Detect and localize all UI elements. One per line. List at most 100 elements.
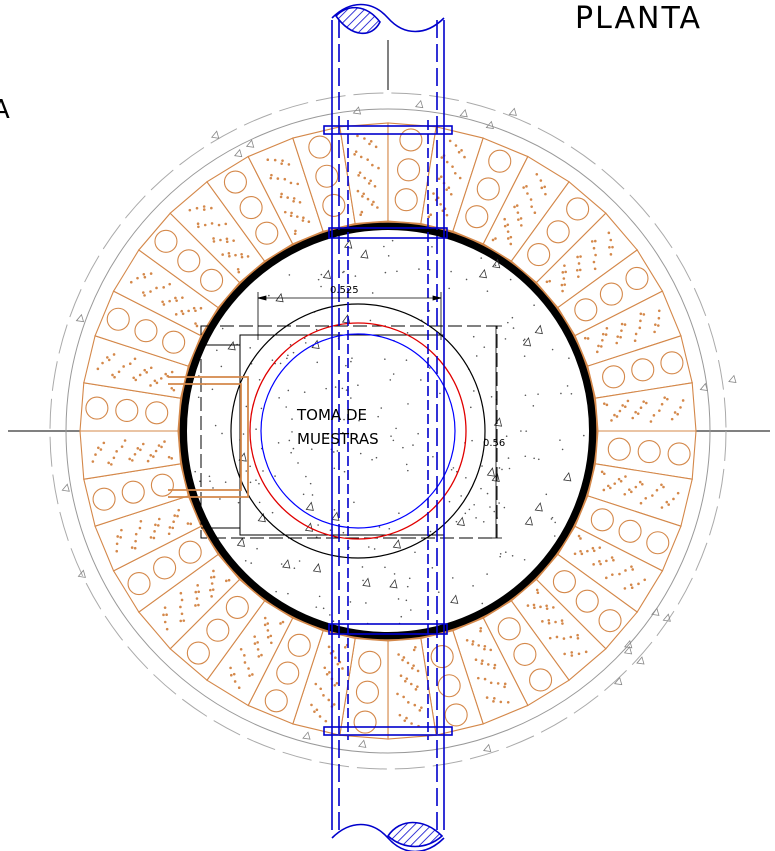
mortar-dot <box>645 401 648 405</box>
concrete-speck <box>448 500 451 503</box>
concrete-speck <box>559 439 561 441</box>
mortar-dot <box>660 483 663 487</box>
concrete-speck <box>298 560 301 562</box>
brick-hole <box>444 703 468 727</box>
mortar-dot <box>629 583 633 587</box>
mortar-dot <box>457 150 461 154</box>
mortar-dot <box>604 333 608 336</box>
mortar-dot <box>676 491 680 495</box>
mortar-dot <box>168 526 172 529</box>
brick-hole <box>660 351 684 375</box>
concrete-speck <box>428 309 431 312</box>
concrete-speck <box>358 419 360 422</box>
concrete-speck <box>533 304 535 307</box>
brick-hole <box>513 642 537 666</box>
pipe-break-bottom <box>331 821 445 851</box>
concrete-speck <box>397 598 400 600</box>
mortar-dot <box>439 175 443 178</box>
mortar-dot <box>623 323 627 326</box>
concrete-speck <box>280 563 283 565</box>
brick-hole <box>308 135 332 159</box>
concrete-speck <box>288 274 291 276</box>
mortar-dot <box>138 526 142 530</box>
mortar-dot <box>405 677 409 680</box>
outer-aggregate-mark <box>485 120 494 130</box>
concrete-speck <box>292 351 295 354</box>
mortar-dot <box>260 653 263 657</box>
concrete-speck <box>396 270 398 273</box>
concrete-speck <box>551 516 554 519</box>
mortar-dot <box>112 456 116 460</box>
concrete-speck <box>568 357 570 360</box>
concrete-speck <box>490 396 493 398</box>
mortar-dot <box>366 197 370 201</box>
mortar-dot <box>597 344 600 348</box>
mortar-dot <box>673 411 677 414</box>
mortar-dot <box>545 280 549 284</box>
brick-hole <box>177 249 201 273</box>
center-label-line1: TOMA DE <box>296 406 367 424</box>
mortar-dot <box>323 666 327 670</box>
brick-hole <box>527 243 551 267</box>
mortar-dot <box>496 682 500 685</box>
mortar-dot <box>225 240 229 244</box>
mortar-dot <box>107 358 111 362</box>
mortar-dot <box>224 222 228 226</box>
mortar-dot <box>503 682 507 686</box>
brick-hole <box>162 330 186 354</box>
aggregate-mark <box>522 336 532 347</box>
brick-hole <box>186 641 210 665</box>
concrete-speck <box>342 531 345 534</box>
outer-aggregate-mark <box>61 483 70 492</box>
mortar-dot <box>212 575 216 579</box>
outer-aggregate-mark <box>352 106 362 115</box>
concrete-speck <box>326 433 329 436</box>
concrete-speck <box>582 434 585 437</box>
outer-aggregate-mark <box>508 107 517 116</box>
mortar-dot <box>179 605 182 609</box>
mortar-dot <box>266 158 270 162</box>
concrete-speck <box>320 285 322 288</box>
mortar-dot <box>307 220 311 224</box>
mortar-dot <box>160 445 163 449</box>
mortar-dot <box>182 619 186 622</box>
mortar-dot <box>593 239 597 243</box>
concrete-speck <box>400 615 403 618</box>
mortar-dot <box>610 556 614 559</box>
outer-aggregate-mark <box>459 108 468 118</box>
mortar-dot <box>540 186 544 190</box>
mortar-dot <box>354 150 358 153</box>
concrete-speck <box>371 292 374 294</box>
concrete-speck <box>219 498 221 500</box>
mortar-dot <box>369 140 373 143</box>
mortar-dot <box>290 211 293 215</box>
mortar-dot <box>192 306 196 310</box>
mortar-dot <box>643 578 647 582</box>
concrete-speck <box>482 520 485 523</box>
concrete-speck <box>465 476 467 479</box>
mortar-dot <box>197 590 201 594</box>
mortar-dot <box>181 312 185 316</box>
concrete-speck <box>244 559 247 562</box>
concrete-speck <box>392 439 395 442</box>
mortar-dot <box>149 290 152 293</box>
concrete-speck <box>480 257 483 259</box>
concrete-speck <box>450 468 453 471</box>
concrete-texture <box>61 99 737 753</box>
mortar-dot <box>243 654 246 657</box>
mortar-dot <box>189 522 193 526</box>
mortar-dot <box>532 603 536 607</box>
mortar-dot <box>279 622 282 625</box>
mortar-dot <box>503 685 506 689</box>
mortar-dot <box>605 403 609 407</box>
mortar-dot <box>420 706 423 709</box>
mortar-dot <box>548 636 552 640</box>
concrete-speck <box>553 535 556 537</box>
concrete-speck <box>524 394 527 397</box>
mortar-dot <box>586 549 589 553</box>
mortar-dot <box>526 192 529 195</box>
mortar-dot <box>586 337 590 340</box>
mortar-dot <box>367 182 371 185</box>
concrete-speck <box>406 585 409 588</box>
mortar-dot <box>142 272 146 276</box>
